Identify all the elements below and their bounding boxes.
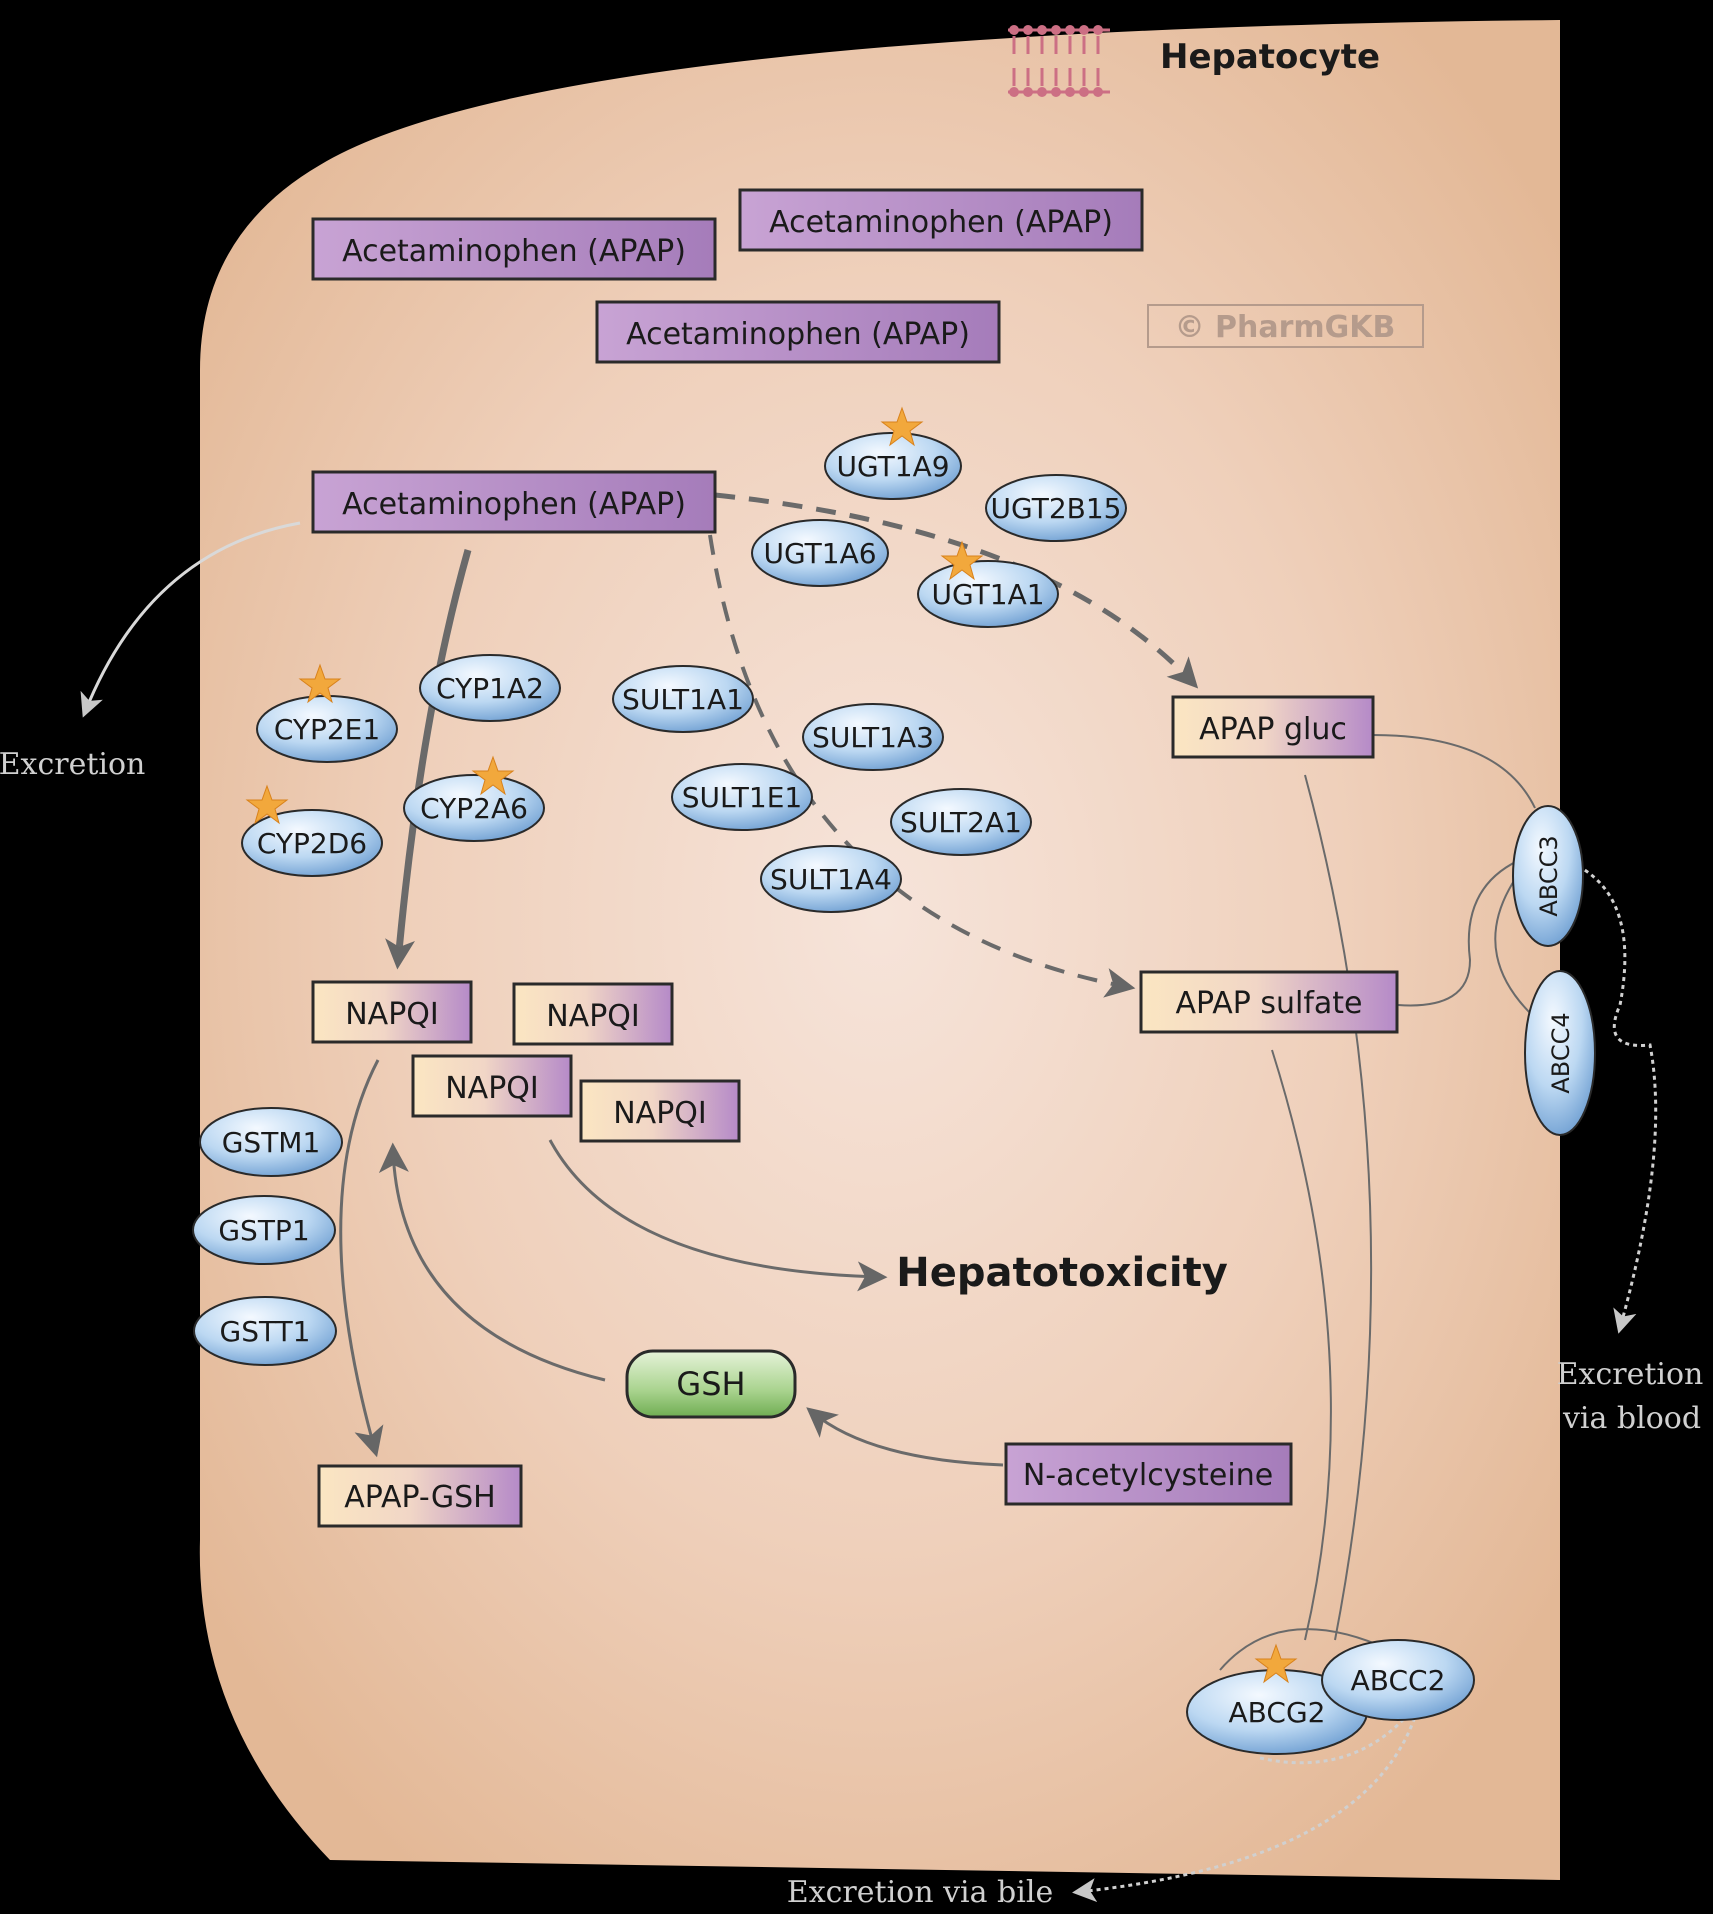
substrate-box: Acetaminophen (APAP) — [595, 300, 1001, 364]
substrate-box: Acetaminophen (APAP) — [311, 470, 717, 534]
transporter-label: ABCC3 — [1535, 835, 1563, 916]
membrane-icon — [1008, 25, 1110, 97]
substrate-label: Acetaminophen (APAP) — [769, 205, 1113, 240]
arrow-napqi-to-hepatotoxicity — [548, 1139, 888, 1292]
star-icon — [940, 540, 984, 581]
enzyme-oval-sult1a1: SULT1A1 — [612, 665, 754, 733]
enzyme-label: GSTM1 — [222, 1126, 321, 1159]
enzyme-label: SULT1A1 — [622, 683, 744, 716]
enzyme-label: SULT2A1 — [900, 806, 1022, 839]
arrow-napqi-to-apap-gsh — [339, 1059, 384, 1458]
enzyme-oval-ugt1a1: UGT1A1 — [917, 560, 1059, 628]
enzyme-label: CYP1A2 — [436, 672, 544, 705]
transporter-label: ABCG2 — [1229, 1696, 1326, 1729]
excretion-blood-label-line2: via blood — [1562, 1401, 1701, 1436]
star-icon — [298, 663, 342, 704]
enzyme-oval-sult1e1: SULT1E1 — [671, 763, 813, 831]
hepatotoxicity-label: Hepatotoxicity — [896, 1250, 1228, 1296]
arrow-gsh-to-napqi — [378, 1142, 606, 1382]
enzyme-oval-cyp2a6: CYP2A6 — [403, 774, 545, 842]
enzyme-oval-sult2a1: SULT2A1 — [890, 788, 1032, 856]
enzyme-oval-sult1a3: SULT1A3 — [802, 703, 944, 771]
transporter-abcg2: ABCG2 — [1186, 1669, 1368, 1755]
transporter-abcc2: ABCC2 — [1321, 1639, 1475, 1721]
transporter-abcc3: ABCC3 — [1512, 805, 1584, 947]
apap-gsh-label: APAP-GSH — [344, 1480, 495, 1515]
star-icon — [1254, 1643, 1298, 1684]
arrow-excretion-bile — [1072, 1699, 1422, 1903]
hepatocyte-cell — [199, 20, 1561, 1880]
arrow-nac-to-gsh — [806, 1407, 1004, 1467]
line-abcg2-arc — [1219, 1628, 1391, 1671]
enzyme-label: UGT1A6 — [763, 537, 876, 570]
apap-sulfate-box: APAP sulfate — [1139, 970, 1399, 1034]
arrow-apap-to-sulfate — [708, 534, 1136, 998]
napqi-box: NAPQI — [411, 1054, 573, 1118]
napqi-box: NAPQI — [311, 980, 473, 1044]
apap-sulfate-label: APAP sulfate — [1176, 986, 1363, 1021]
star-icon — [880, 406, 924, 447]
enzyme-oval-cyp2e1: CYP2E1 — [256, 695, 398, 763]
gsh-pill: GSH — [625, 1349, 797, 1419]
arrow-apap-to-excretion — [80, 521, 301, 718]
enzyme-label: GSTP1 — [218, 1214, 309, 1247]
line-sulfate-to-abcg2 — [1271, 1049, 1332, 1641]
enzyme-label: CYP2A6 — [420, 792, 528, 825]
enzyme-oval-ugt1a9: UGT1A9 — [824, 432, 962, 500]
napqi-label: NAPQI — [345, 997, 439, 1032]
enzyme-label: SULT1A4 — [770, 863, 892, 896]
napqi-label: NAPQI — [613, 1096, 707, 1131]
watermark-frame — [1147, 304, 1424, 348]
n-acetylcysteine-box: N-acetylcysteine — [1004, 1442, 1293, 1506]
transporter-label: ABCC2 — [1351, 1664, 1446, 1697]
napqi-box: NAPQI — [512, 982, 674, 1046]
enzyme-oval-cyp2d6: CYP2D6 — [241, 809, 383, 877]
enzyme-label: UGT1A1 — [931, 578, 1044, 611]
star-icon — [471, 755, 515, 796]
apap-gluc-box: APAP gluc — [1171, 695, 1375, 759]
enzyme-oval-ugt2b15: UGT2B15 — [985, 474, 1127, 542]
n-acetylcysteine-label: N-acetylcysteine — [1023, 1458, 1273, 1493]
enzyme-label: CYP2E1 — [274, 713, 380, 746]
enzyme-oval-gstt1: GSTT1 — [193, 1296, 337, 1366]
enzyme-label: UGT2B15 — [991, 492, 1122, 525]
transporter-abcc4: ABCC4 — [1524, 970, 1596, 1136]
enzyme-label: SULT1E1 — [682, 781, 802, 814]
napqi-box: NAPQI — [579, 1079, 741, 1143]
napqi-label: NAPQI — [445, 1071, 539, 1106]
enzyme-oval-cyp1a2: CYP1A2 — [419, 654, 561, 722]
star-icon — [245, 784, 289, 825]
transporter-label: ABCC4 — [1547, 1012, 1575, 1093]
line-sulfate-to-abcc3 — [1397, 854, 1533, 1007]
substrate-label: Acetaminophen (APAP) — [626, 317, 970, 352]
excretion-blood-label-line1: Excretion — [1557, 1357, 1704, 1392]
excretion-bile-label: Excretion via bile — [787, 1875, 1053, 1910]
enzyme-label: GSTT1 — [220, 1315, 311, 1348]
excretion-left-label: Excretion — [0, 747, 145, 782]
arrow-apap-to-napqi — [385, 549, 472, 970]
enzyme-label: CYP2D6 — [257, 827, 367, 860]
enzyme-label: UGT1A9 — [836, 450, 949, 483]
napqi-label: NAPQI — [546, 999, 640, 1034]
apap-gsh-box: APAP-GSH — [317, 1464, 523, 1528]
apap-gluc-label: APAP gluc — [1199, 712, 1347, 747]
enzyme-label: SULT1A3 — [812, 721, 934, 754]
gsh-label: GSH — [676, 1365, 745, 1403]
enzyme-oval-gstp1: GSTP1 — [192, 1195, 336, 1265]
substrate-box: Acetaminophen (APAP) — [738, 188, 1144, 252]
substrate-label: Acetaminophen (APAP) — [342, 234, 686, 269]
watermark: © PharmGKB — [1175, 310, 1396, 345]
line-gluc-to-abcc2 — [1304, 774, 1373, 1641]
substrate-box: Acetaminophen (APAP) — [311, 217, 717, 281]
enzyme-oval-sult1a4: SULT1A4 — [760, 845, 902, 913]
substrate-label: Acetaminophen (APAP) — [342, 487, 686, 522]
line-gluc-to-abcc3 — [1372, 734, 1536, 809]
cell-title: Hepatocyte — [1160, 37, 1380, 77]
enzyme-oval-ugt1a6: UGT1A6 — [751, 519, 889, 587]
enzyme-oval-gstm1: GSTM1 — [199, 1107, 343, 1177]
